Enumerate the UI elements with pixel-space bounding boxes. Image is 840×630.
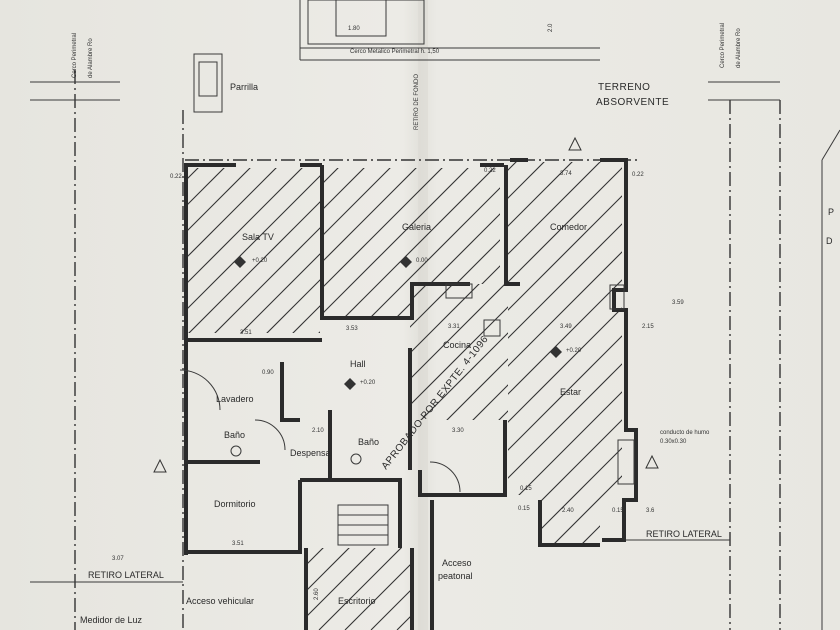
dim-015-b: 0.15 [518,506,530,512]
dim-215: 2.15 [642,324,654,330]
dim-307: 3.07 [112,556,124,562]
cerco-metalico-label: Cerco Metalico Perimetral h. 1,50 [350,49,440,55]
conducto-label-2: 0.30x0.30 [660,439,687,445]
adjacent-sheet-edge: P D [821,129,840,630]
texts: Cerco Metalico Perimetral h. 1,50 Cerco … [72,23,742,625]
walls [179,158,638,630]
dim-351-b: 3.51 [232,541,244,547]
level-sala-tv: +0.20 [252,258,268,264]
dim-20: 2.0 [548,23,554,32]
stove-icon [483,319,501,337]
terreno-label: TERRENO [598,82,650,93]
dim-260: 2.60 [314,588,320,600]
room-sala-tv: Sala TV [242,232,274,242]
room-acceso-peatonal-1: Acceso [442,558,472,568]
fireplace-icon [609,284,625,310]
retiro-fondo-label: RETIRO DE FONDO [414,74,420,130]
room-bano-1: Baño [224,430,245,440]
dim-090: 0.90 [262,370,274,376]
hatched-areas [188,162,622,630]
dim-180: 1.80 [348,26,360,32]
room-despensa: Despensa [290,448,331,458]
room-lavadero: Lavadero [216,394,254,404]
dim-240: 2.40 [562,508,574,514]
property-lines [30,0,781,630]
page-fold [418,0,428,630]
parrilla-outline [193,53,223,113]
dim-330: 3.30 [452,428,464,434]
svg-text:D: D [826,236,833,246]
toilet-icon-2 [350,453,362,465]
room-comedor: Comedor [550,222,587,232]
absorvente-label: ABSORVENTE [596,97,669,108]
room-bano-2: Baño [358,437,379,447]
dim-353: 3.53 [346,326,358,332]
cerco-right-label-2: de Alambre Ro [736,28,742,68]
retiro-lateral-left: RETIRO LATERAL [88,570,164,580]
dim-359: 3.59 [672,300,684,306]
parrilla-label: Parrilla [230,82,258,92]
dim-36: 3.6 [646,508,655,514]
dim-022-c: 0.22 [632,172,644,178]
room-dormitorio: Dormitorio [214,499,256,509]
dim-210: 2.10 [312,428,324,434]
level-galeria: 0.00 [416,258,428,264]
retiro-lateral-right: RETIRO LATERAL [646,529,722,539]
room-acceso-vehicular: Acceso vehicular [186,596,254,606]
level-markers [153,136,659,473]
room-hall: Hall [350,359,366,369]
room-cocina: Cocina [443,340,471,350]
dim-351-a: 3.51 [240,330,252,336]
sink-icon [445,283,473,299]
dim-015-a: 0.15 [520,486,532,492]
door-swing-icon [179,369,221,411]
room-acceso-peatonal-2: peatonal [438,571,473,581]
dim-015-c: 0.15 [612,508,624,514]
top-structure [193,0,600,113]
conducto-label-1: conducto de humo [660,430,710,436]
level-estar: +0.20 [566,348,582,354]
dim-022-b: 0.22 [484,168,496,174]
dim-349: 3.49 [560,324,572,330]
dim-374: 3.74 [560,171,572,177]
room-estar: Estar [560,387,581,397]
medidor-label: Medidor de Luz [80,615,143,625]
dim-331: 3.31 [448,324,460,330]
approval-stamp: APROBADO POR EXPTE. 4-1096 [380,334,491,472]
cerco-left-label: Cerco Perimetral [72,33,78,78]
level-hall: +0.20 [360,380,376,386]
room-galeria: Galeria [402,222,431,232]
svg-text:P: P [828,207,834,217]
room-escritorio: Escritorio [338,596,376,606]
dim-022-a: 0.22 [170,174,182,180]
cerco-right-label: Cerco Perimetral [720,23,726,68]
cerco-left-label-2: de Alambre Ro [88,38,94,78]
toilet-icon [230,445,242,457]
chimney-duct-icon [617,439,635,485]
